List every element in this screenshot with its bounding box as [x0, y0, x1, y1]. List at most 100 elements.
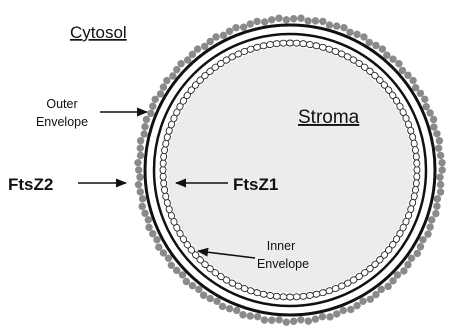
- ftsz2-bead: [239, 311, 246, 318]
- ftsz2-bead: [194, 45, 201, 52]
- ftsz2-bead: [326, 313, 333, 320]
- ftsz2-bead: [435, 145, 442, 152]
- ftsz2-bead: [226, 28, 233, 35]
- ftsz2-bead: [409, 77, 416, 84]
- ftsz2-bead: [160, 249, 167, 256]
- ftsz2-bead: [378, 286, 385, 293]
- ftsz1-coil-loop: [160, 166, 166, 173]
- ftsz2-bead: [404, 72, 411, 79]
- ftsz2-bead: [372, 291, 379, 298]
- ftsz2-bead: [439, 166, 446, 173]
- ftsz2-bead: [179, 271, 186, 278]
- outer-envelope-label-line2: Envelope: [36, 115, 88, 129]
- ftsz2-bead: [253, 18, 260, 25]
- ftsz2-bead: [304, 17, 311, 24]
- ftsz2-bead: [437, 181, 444, 188]
- ftsz2-bead: [433, 203, 440, 210]
- ftsz2-bead: [247, 20, 254, 27]
- ftsz2-bead: [160, 83, 167, 90]
- ftsz2-bead: [353, 31, 360, 38]
- ftsz2-bead: [433, 130, 440, 137]
- ftsz2-bead: [434, 195, 441, 202]
- ftsz2-bead: [157, 90, 164, 97]
- ftsz2-bead: [326, 21, 333, 28]
- ftsz2-bead: [430, 116, 437, 123]
- ftsz2-label: FtsZ2: [8, 175, 53, 194]
- ftsz2-bead: [240, 23, 247, 30]
- ftsz2-bead: [201, 43, 208, 50]
- ftsz2-bead: [177, 60, 184, 67]
- ftsz2-bead: [436, 137, 443, 144]
- ftsz2-bead: [140, 130, 147, 137]
- ftsz2-bead: [408, 255, 415, 262]
- ftsz2-bead: [268, 317, 275, 324]
- ftsz2-bead: [290, 318, 297, 325]
- ftsz2-bead: [421, 96, 428, 103]
- ftsz1-coil-loop: [286, 40, 293, 46]
- ftsz2-bead: [275, 15, 282, 22]
- ftsz2-bead: [152, 96, 159, 103]
- ftsz2-bead: [145, 216, 152, 223]
- ftsz2-bead: [137, 188, 144, 195]
- ftsz2-bead: [168, 262, 175, 269]
- ftsz2-bead: [220, 32, 227, 39]
- ftsz2-bead: [135, 166, 142, 173]
- ftsz2-bead: [312, 17, 319, 24]
- ftsz2-bead: [319, 313, 326, 320]
- ftsz2-bead: [399, 67, 406, 74]
- ftsz2-bead: [426, 223, 433, 230]
- ftsz2-bead: [139, 195, 146, 202]
- ftsz2-bead: [261, 18, 268, 25]
- ftsz2-bead: [426, 109, 433, 116]
- ftsz2-bead: [333, 310, 340, 317]
- inner-envelope-label-line2: Envelope: [257, 257, 309, 271]
- ftsz2-bead: [183, 278, 190, 285]
- ftsz2-bead: [139, 203, 146, 210]
- ftsz2-bead: [366, 39, 373, 46]
- ftsz2-bead: [268, 16, 275, 23]
- ftsz2-bead: [145, 224, 152, 231]
- ftsz2-bead: [428, 216, 435, 223]
- ftsz2-bead: [312, 315, 319, 322]
- ftsz2-bead: [432, 210, 439, 217]
- ftsz1-label: FtsZ1: [233, 175, 278, 194]
- ftsz2-bead: [389, 56, 396, 63]
- ftsz2-bead: [417, 243, 424, 250]
- ftsz2-bead: [297, 316, 304, 323]
- ftsz2-bead: [233, 307, 240, 314]
- ftsz2-bead: [135, 181, 142, 188]
- ftsz2-bead: [437, 188, 444, 195]
- ftsz2-bead: [423, 103, 430, 110]
- ftsz2-bead: [360, 33, 367, 40]
- ftsz2-bead: [212, 33, 219, 40]
- ftsz2-bead: [184, 56, 191, 63]
- stroma-label: Stroma: [298, 107, 360, 128]
- ftsz2-bead: [141, 210, 148, 217]
- ftsz2-bead: [173, 66, 180, 73]
- ftsz2-bead: [189, 282, 196, 289]
- ftsz2-bead: [283, 16, 290, 23]
- ftsz2-bead: [163, 77, 170, 84]
- ftsz2-bead: [430, 123, 437, 130]
- ftsz2-bead: [367, 296, 374, 303]
- outer-envelope-label-line1: Outer: [46, 97, 77, 111]
- ftsz2-bead: [346, 29, 353, 36]
- ftsz2-bead: [340, 24, 347, 31]
- ftsz2-bead: [424, 230, 431, 237]
- ftsz2-bead: [155, 243, 162, 250]
- ftsz2-bead: [379, 45, 386, 52]
- ftsz2-bead: [404, 261, 411, 268]
- ftsz2-bead: [417, 90, 424, 97]
- ftsz2-bead: [383, 52, 390, 59]
- ftsz2-bead: [200, 292, 207, 299]
- ftsz2-bead: [297, 15, 304, 22]
- ftsz2-bead: [290, 15, 297, 22]
- ftsz1-coil-loop: [286, 294, 293, 300]
- ftsz2-bead: [372, 42, 379, 49]
- ftsz2-bead: [134, 159, 141, 166]
- ftsz2-bead: [319, 18, 326, 25]
- ftsz2-bead: [165, 255, 172, 262]
- ftsz2-bead: [206, 295, 213, 302]
- ftsz2-bead: [305, 317, 312, 324]
